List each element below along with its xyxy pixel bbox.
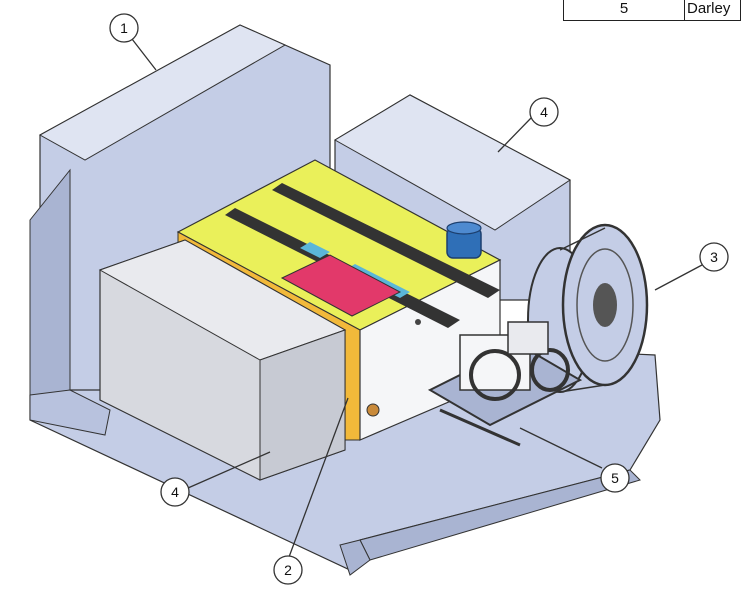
callout-3: 3 xyxy=(699,242,729,272)
callout-4-bottom-label: 4 xyxy=(171,484,179,500)
callout-1: 1 xyxy=(109,13,139,43)
callout-4-top: 4 xyxy=(529,97,559,127)
callout-leaders xyxy=(131,38,703,558)
callout-5-label: 5 xyxy=(611,470,619,486)
callout-3-label: 3 xyxy=(710,249,718,265)
callout-4-top-label: 4 xyxy=(540,104,548,120)
parts-table-fragment: 5 Darley xyxy=(563,0,741,21)
parts-table-item-name: Darley xyxy=(687,0,731,17)
parts-table-item-number: 5 xyxy=(564,0,685,20)
callout-2-label: 2 xyxy=(284,562,292,578)
pump-assembly xyxy=(427,321,583,447)
front-left-enclosure xyxy=(98,239,347,481)
callout-5: 5 xyxy=(600,463,630,493)
hose-reel xyxy=(527,223,649,393)
callout-4-bottom: 4 xyxy=(160,477,190,507)
callout-2: 2 xyxy=(273,555,303,585)
callout-1-label: 1 xyxy=(120,20,128,36)
